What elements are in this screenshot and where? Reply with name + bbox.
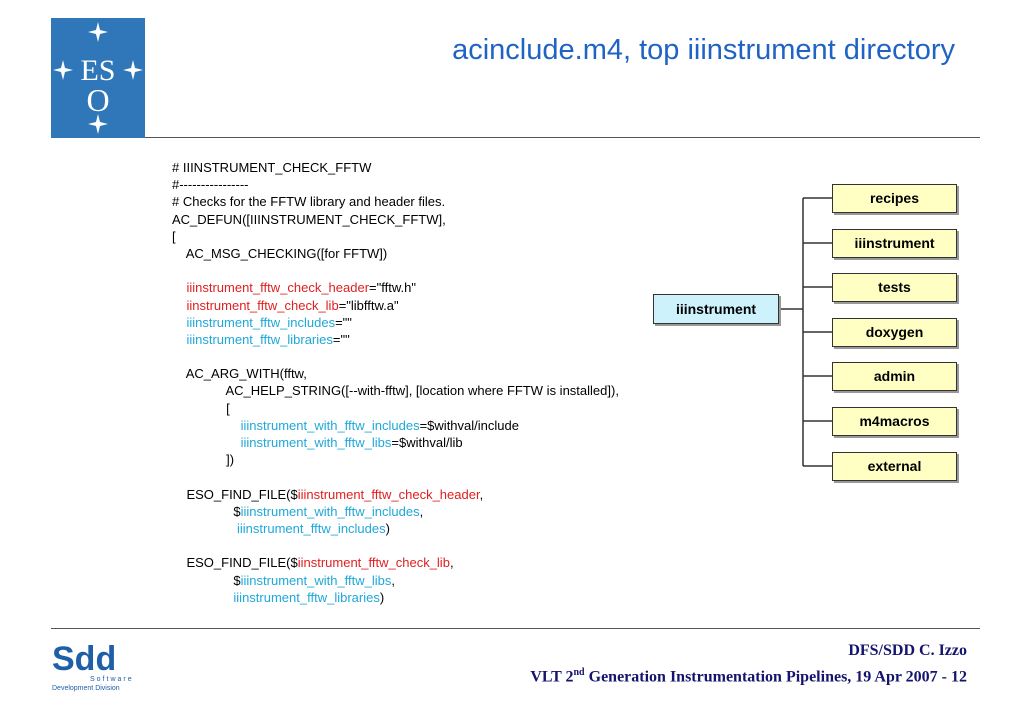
code-text (172, 298, 186, 313)
code-line: ]) (172, 451, 619, 468)
code-text: AC_DEFUN([IIINSTRUMENT_CHECK_FFTW], (172, 211, 446, 227)
footer-text: DFS/SDD C. Izzo VLT 2nd Generation Instr… (530, 640, 967, 688)
code-text: ESO_FIND_FILE($ (172, 555, 298, 571)
code-line: iiinstrument_fftw_libraries) (172, 589, 619, 606)
tree-node-m4macros: m4macros (832, 407, 957, 436)
code-text: AC_HELP_STRING([--with-fftw], [location … (172, 383, 619, 399)
footer-author: DFS/SDD C. Izzo (848, 642, 967, 659)
code-line: $iiinstrument_with_fftw_libs, (172, 572, 619, 589)
code-text: $ (172, 572, 241, 588)
code-line (172, 468, 619, 485)
code-text (172, 435, 241, 450)
code-line: AC_ARG_WITH(fftw, (172, 365, 619, 382)
sdd-logo-graphic: Sdd Software Development Division (52, 640, 134, 692)
code-text (172, 590, 233, 605)
code-identifier-cyan: iiinstrument_with_fftw_libs (240, 572, 392, 588)
code-line: AC_MSG_CHECKING([for FFTW]) (172, 245, 619, 262)
code-line: AC_DEFUN([IIINSTRUMENT_CHECK_FFTW], (172, 211, 619, 228)
logo-text-o: O (86, 82, 109, 118)
code-line: iiinstrument_with_fftw_libs=$withval/lib (172, 434, 619, 451)
code-identifier-red: iiinstrument_fftw_check_header (186, 280, 370, 296)
code-text: ="libfftw.a" (338, 297, 399, 313)
code-text: ) (385, 520, 390, 536)
tree-node-iiinstrument: iiinstrument (832, 229, 957, 258)
code-line: # IIINSTRUMENT_CHECK_FFTW (172, 159, 619, 176)
code-line (172, 262, 619, 279)
code-line: iiinstrument_fftw_includes="" (172, 314, 619, 331)
code-line (172, 348, 619, 365)
code-text: # Checks for the FFTW library and header… (172, 194, 446, 210)
sdd-logo-text: Sdd (52, 640, 116, 678)
code-line: AC_HELP_STRING([--with-fftw], [location … (172, 382, 619, 399)
code-identifier-cyan: iiinstrument_fftw_includes (186, 314, 336, 330)
code-line: [ (172, 400, 619, 417)
code-text: ]) (172, 452, 235, 468)
code-text: =$withval/lib (391, 435, 463, 450)
code-text: $ (172, 503, 241, 519)
code-text: AC_MSG_CHECKING([for FFTW]) (172, 245, 388, 261)
slide-title: acinclude.m4, top iiinstrument directory (452, 34, 955, 66)
code-identifier-cyan: iiinstrument_with_fftw_includes (240, 417, 420, 433)
tree-node-tests: tests (832, 273, 957, 302)
code-text: , (419, 503, 424, 519)
tree-root-iiinstrument: iiinstrument (653, 294, 779, 324)
sdd-logo-sub1: Software (90, 676, 134, 683)
code-text: ="fftw.h" (369, 280, 416, 296)
code-line: $iiinstrument_with_fftw_includes, (172, 503, 619, 520)
code-line: iinstrument_fftw_check_lib="libfftw.a" (172, 297, 619, 314)
code-text (172, 521, 237, 536)
code-line: iiinstrument_fftw_includes) (172, 520, 619, 537)
code-line: iiinstrument_with_fftw_includes=$withval… (172, 417, 619, 434)
code-identifier-red: iinstrument_fftw_check_lib (186, 297, 339, 313)
tree-node-recipes: recipes (832, 184, 957, 213)
footer-event-post: Generation Instrumentation Pipelines, 19… (584, 668, 967, 686)
code-identifier-cyan: iiinstrument_fftw_libraries (233, 589, 380, 605)
code-text: , (449, 555, 454, 571)
code-listing: # IIINSTRUMENT_CHECK_FFTW #--------------… (172, 159, 619, 606)
code-text: # IIINSTRUMENT_CHECK_FFTW (172, 160, 372, 175)
code-identifier-cyan: iiinstrument_fftw_libraries (186, 331, 333, 347)
tree-node-doxygen: doxygen (832, 318, 957, 347)
code-text (172, 280, 186, 295)
code-identifier-cyan: iiinstrument_fftw_includes (237, 520, 386, 536)
footer-divider (51, 628, 980, 629)
footer-event-sup: nd (573, 667, 585, 678)
code-line: # Checks for the FFTW library and header… (172, 193, 619, 210)
code-text: AC_ARG_WITH(fftw, (172, 366, 307, 382)
code-line: ESO_FIND_FILE($iinstrument_fftw_check_li… (172, 554, 619, 571)
code-line: #---------------- (172, 176, 619, 193)
code-line (172, 537, 619, 554)
code-text: , (391, 572, 396, 588)
footer-event: VLT 2nd Generation Instrumentation Pipel… (530, 662, 967, 688)
code-identifier-cyan: iiinstrument_with_fftw_includes (240, 503, 420, 519)
sdd-logo: Sdd Software Development Division (50, 634, 140, 694)
sdd-logo-sub2: Development Division (52, 685, 120, 692)
code-line: [ (172, 228, 619, 245)
footer-event-pre: VLT 2 (530, 668, 574, 686)
code-text: [ (172, 400, 230, 416)
code-text (172, 332, 186, 347)
code-text: ESO_FIND_FILE($ (172, 486, 298, 502)
eso-logo: ES O (51, 18, 145, 138)
code-text: #---------------- (172, 177, 249, 193)
code-text: ) (379, 589, 385, 605)
title-divider (145, 137, 980, 138)
tree-node-admin: admin (832, 362, 957, 391)
code-line: iiinstrument_fftw_libraries="" (172, 331, 619, 348)
code-text (172, 315, 186, 330)
code-identifier-cyan: iiinstrument_with_fftw_libs (240, 435, 392, 450)
code-text: , (479, 486, 484, 502)
eso-logo-graphic: ES O (53, 22, 143, 134)
code-identifier-red: iiinstrument_fftw_check_header (297, 486, 480, 502)
code-text: ="" (335, 314, 352, 330)
code-line: ESO_FIND_FILE($iiinstrument_fftw_check_h… (172, 486, 619, 503)
code-line: iiinstrument_fftw_check_header="fftw.h" (172, 279, 619, 296)
logo-text-es: ES (80, 54, 115, 87)
tree-node-external: external (832, 452, 957, 481)
code-identifier-red: iinstrument_fftw_check_lib (297, 555, 450, 571)
code-text: =$withval/include (419, 417, 519, 433)
code-text: [ (172, 228, 176, 244)
code-text: ="" (332, 331, 350, 347)
code-text (172, 418, 241, 433)
